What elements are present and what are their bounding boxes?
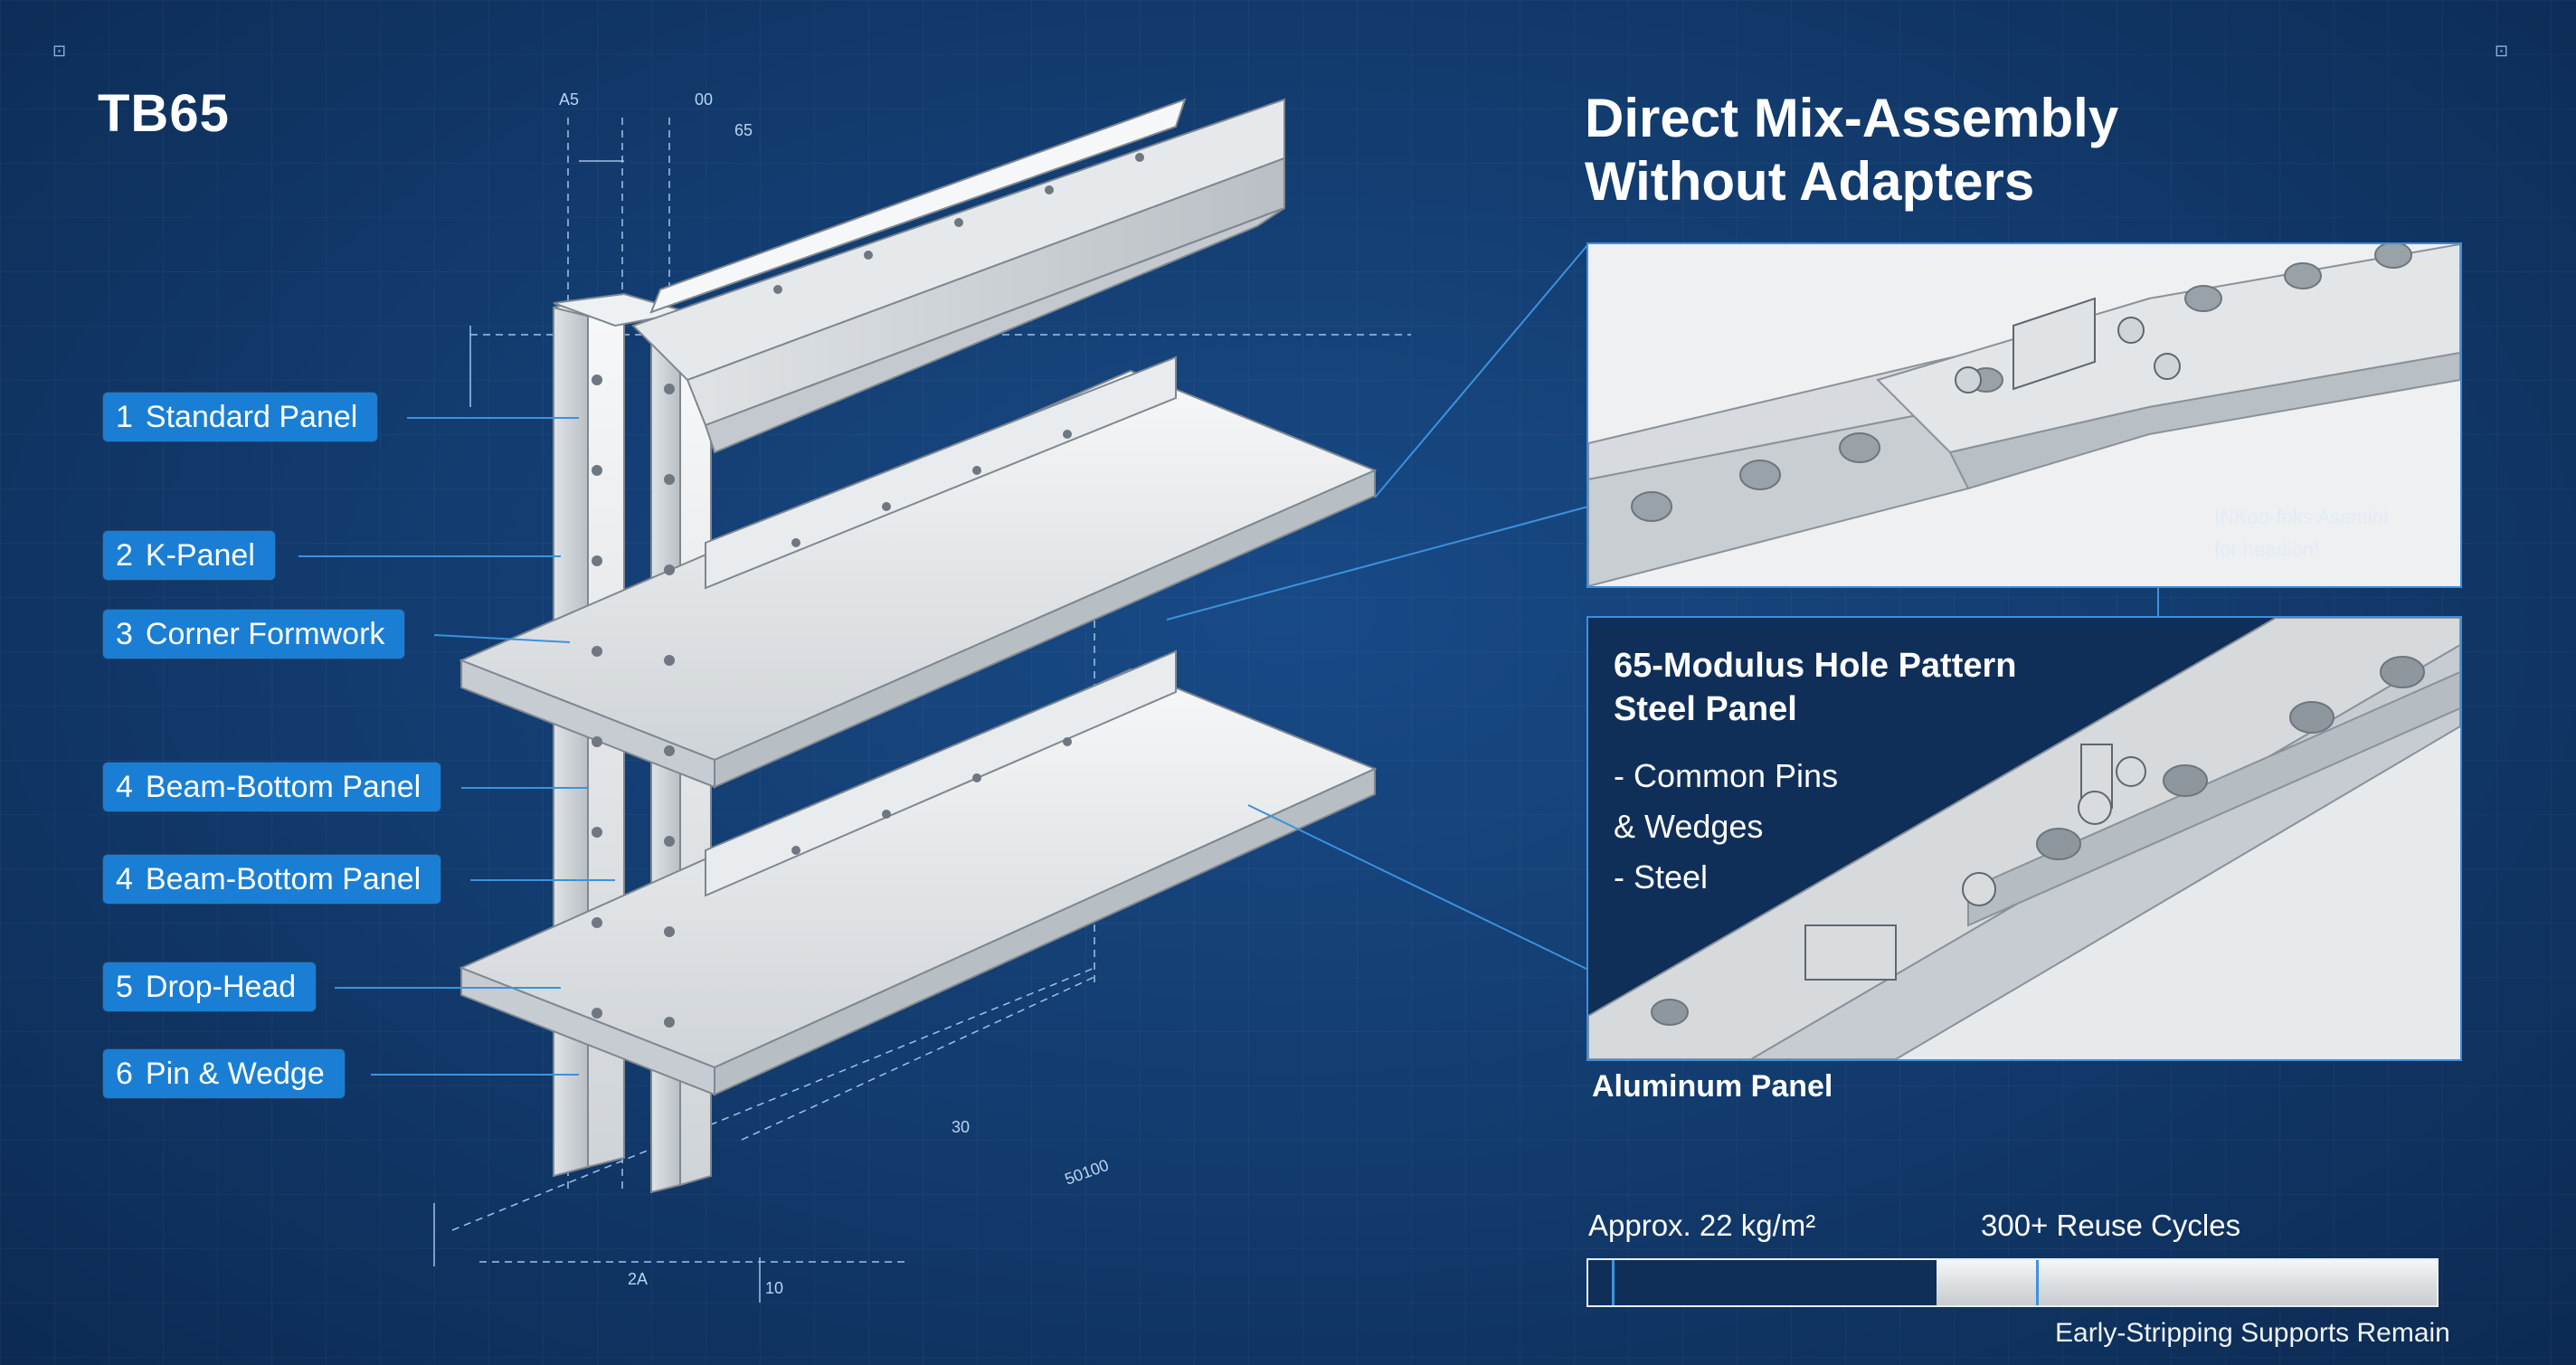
connection-note-line-2: for headion! — [2214, 538, 2320, 561]
corner-mark-left: ⊡ — [52, 42, 67, 60]
lower-deck — [459, 649, 1378, 1096]
dim-label: 65 — [734, 121, 753, 139]
dim-label: A5 — [559, 90, 579, 109]
comparison-bar-divider — [2035, 1260, 2039, 1305]
hole-pattern — [592, 153, 1144, 1028]
comparison-bar-light-segment — [1936, 1260, 2437, 1305]
reuse-cycles-stat: 300+ Reuse Cycles — [1981, 1209, 2241, 1242]
steel-title-line-2: Steel Panel — [1614, 690, 1797, 728]
corner-mark-right: ⊡ — [2495, 42, 2509, 60]
steel-panel-illustration — [1588, 618, 2460, 1059]
middle-deck — [459, 355, 1378, 789]
connection-note: INKoo-foks Asemint for headion! — [2214, 501, 2389, 566]
comparison-bar-marker — [1612, 1260, 1615, 1305]
dim-label: 00 — [695, 90, 713, 109]
steel-title-line-1: 65-Modulus Hole Pattern — [1614, 647, 2017, 685]
dim-label: 30 — [952, 1118, 970, 1136]
steel-panel-title: 65-Modulus Hole Pattern Steel Panel — [1614, 644, 2017, 731]
dimension-ticks — [433, 160, 761, 1303]
dim-label: 50100 — [1063, 1156, 1112, 1189]
detail-panel-steel: 65-Modulus Hole Pattern Steel Panel - Co… — [1586, 616, 2462, 1061]
steel-feature-list: - Common Pins & Wedges - Steel — [1614, 751, 1838, 903]
connection-note-line-1: INKoo-foks Asemint — [2214, 506, 2390, 528]
detail-panel-connection: INKoo-foks Asemint for headion! — [1586, 242, 2462, 588]
dim-label: 2A — [628, 1270, 648, 1288]
top-beam — [631, 98, 1285, 454]
comparison-bar — [1586, 1258, 2439, 1307]
headline-line-2: Without Adapters — [1585, 151, 2035, 212]
model-title: TB65 — [98, 84, 230, 143]
weight-stat: Approx. 22 kg/m² — [1588, 1209, 1816, 1242]
comparison-bar-dark-segment — [1588, 1260, 1937, 1305]
dim-label: 10 — [765, 1279, 783, 1297]
headline-line-1: Direct Mix-Assembly — [1585, 88, 2119, 148]
steel-feature: & Wedges — [1614, 808, 1764, 845]
footer-note: Early-Stripping Supports Remain — [2055, 1318, 2450, 1348]
connection-illustration — [1588, 244, 2460, 586]
aluminum-panel-label: Aluminum Panel — [1592, 1069, 1833, 1104]
headline: Direct Mix-Assembly Without Adapters — [1585, 87, 2272, 213]
steel-feature: - Steel — [1614, 858, 1709, 896]
steel-feature: - Common Pins — [1614, 757, 1839, 794]
tag-leaders — [298, 417, 615, 1076]
